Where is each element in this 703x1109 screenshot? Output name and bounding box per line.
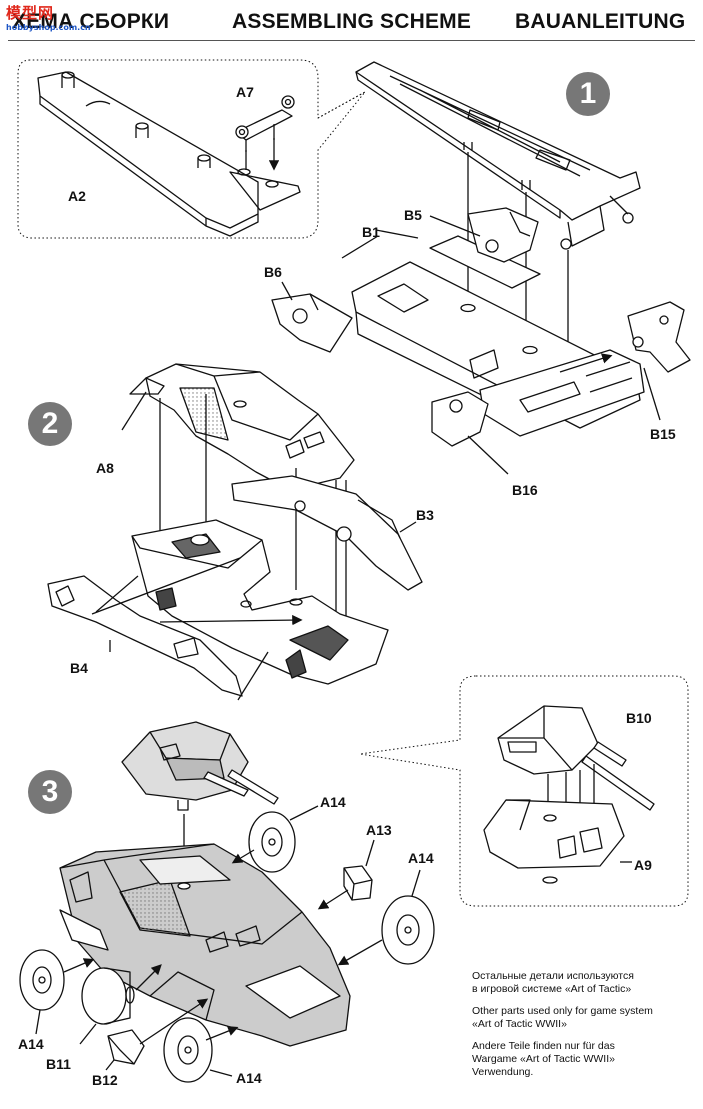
wheel-a14-left bbox=[19, 949, 65, 1011]
watermark-url: hobbyshop.com.cn bbox=[6, 23, 91, 32]
part-b12 bbox=[107, 1029, 145, 1065]
step-number-1: 1 bbox=[566, 72, 610, 116]
label-b16: B16 bbox=[512, 482, 538, 498]
part-b4-panel bbox=[47, 575, 243, 697]
label-b11: B11 bbox=[46, 1056, 71, 1072]
label-b3: B3 bbox=[416, 507, 434, 523]
header-divider bbox=[8, 40, 695, 41]
part-hull-step3 bbox=[59, 843, 351, 1047]
part-b10-turret bbox=[497, 705, 655, 811]
label-b10: B10 bbox=[626, 710, 652, 726]
note-german: Andere Teile finden nur für das Wargame … bbox=[472, 1040, 697, 1079]
label-a8: A8 bbox=[96, 460, 114, 476]
part-a9-ring bbox=[483, 799, 625, 884]
label-a14-right: A14 bbox=[408, 850, 434, 866]
part-a13 bbox=[343, 865, 373, 901]
label-b12: B12 bbox=[92, 1072, 118, 1088]
part-a7 bbox=[235, 95, 295, 152]
label-a14-top: A14 bbox=[320, 794, 346, 810]
label-a14-bottom: A14 bbox=[236, 1070, 262, 1086]
label-b15: B15 bbox=[650, 426, 676, 442]
watermark-cn: 模型网 bbox=[6, 4, 55, 22]
wheel-a14-bottom bbox=[163, 1017, 213, 1083]
label-b5: B5 bbox=[404, 207, 422, 223]
part-hull-body bbox=[131, 519, 389, 685]
note-de-line1: Andere Teile finden nur für das bbox=[472, 1040, 615, 1052]
step-number-2: 2 bbox=[28, 402, 72, 446]
label-b4: B4 bbox=[70, 660, 88, 676]
part-b15 bbox=[627, 301, 691, 373]
part-b16 bbox=[431, 391, 489, 447]
part-turret-step3 bbox=[121, 721, 279, 811]
title-russian: ХЕМА СБОРКИ bbox=[12, 10, 170, 33]
part-chassis-main bbox=[355, 61, 641, 250]
part-b3-panel bbox=[231, 475, 423, 591]
label-a14-left: A14 bbox=[18, 1036, 44, 1052]
label-a13: A13 bbox=[366, 822, 392, 838]
detail-bubble-step1 bbox=[17, 59, 366, 239]
note-de-line3: Verwendung. bbox=[472, 1066, 534, 1078]
label-a7: A7 bbox=[236, 84, 254, 100]
label-b6: B6 bbox=[264, 264, 282, 280]
part-b11 bbox=[81, 967, 135, 1025]
part-a8-armor bbox=[129, 363, 355, 491]
note-de-line2: Wargame «Art of Tactic WWII» bbox=[472, 1053, 615, 1065]
note-en-line2: «Art of Tactic WWII» bbox=[472, 1018, 567, 1030]
watermark-logo: 模型网 hobbyshop.com.cn bbox=[4, 2, 91, 36]
label-a2: A2 bbox=[68, 188, 86, 204]
wheel-a14-right bbox=[381, 895, 435, 965]
header: ХЕМА СБОРКИ ASSEMBLING SCHEME BAUANLEITU… bbox=[0, 0, 703, 40]
label-a9: A9 bbox=[634, 857, 652, 873]
note-english: Other parts used only for game system «A… bbox=[472, 1005, 697, 1031]
part-b5 bbox=[467, 207, 539, 263]
note-russian: Остальные детали используются в игровой … bbox=[472, 970, 697, 996]
title-german: BAUANLEITUNG bbox=[515, 10, 686, 33]
title-english: ASSEMBLING SCHEME bbox=[232, 10, 472, 33]
wheel-a14-top bbox=[248, 811, 296, 873]
part-a2-chassis bbox=[37, 71, 301, 237]
detail-bubble-step3 bbox=[359, 675, 689, 907]
step-number-3: 3 bbox=[28, 770, 72, 814]
note-ru-line2: в игровой системе «Art of Tactic» bbox=[472, 983, 632, 995]
label-b1: B1 bbox=[362, 224, 380, 240]
part-b6 bbox=[271, 293, 353, 353]
note-en-line1: Other parts used only for game system bbox=[472, 1005, 653, 1017]
note-ru-line1: Остальные детали используются bbox=[472, 970, 634, 982]
